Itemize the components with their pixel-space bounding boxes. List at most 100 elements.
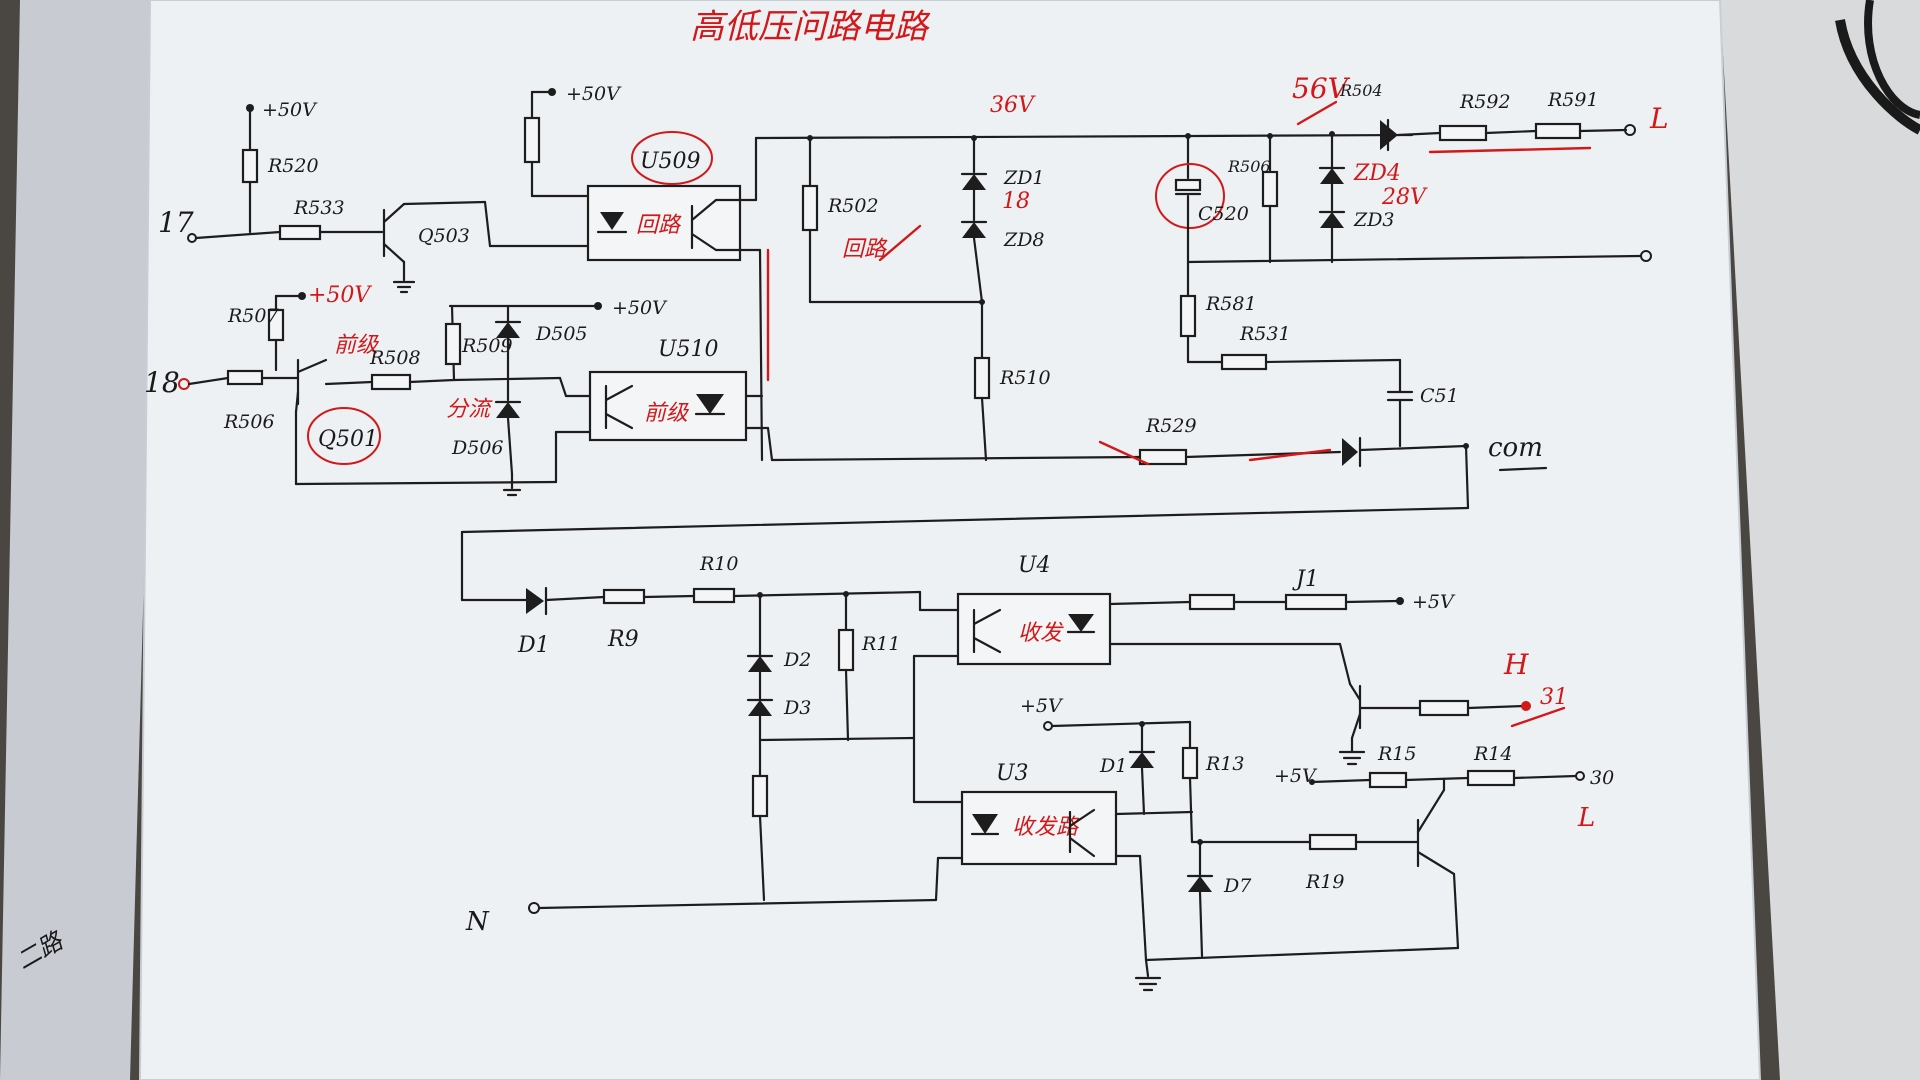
resistor-r509 [444,322,462,366]
jumper-j1 [1284,593,1348,611]
note-d506: 分流 [446,397,493,422]
label-pin18: 18 [144,366,180,399]
resistor-r506b [226,369,264,386]
diode-d7 [1188,876,1212,892]
diode-d506 [496,402,520,418]
resistor-r15 [1368,771,1408,789]
zener-zd2 [962,222,986,238]
label-r510: R510 [999,367,1051,389]
optocoupler-u4 [956,592,1112,666]
label-u510: U510 [658,337,719,362]
resistor-r11 [837,628,855,672]
resistor-r502 [801,184,819,232]
resistor-r510 [973,356,991,400]
resistor-r520 [241,148,259,184]
label-pin31: 31 [1540,685,1568,710]
label-r506b: R506 [223,411,275,433]
resistor-u4-out [1188,593,1236,611]
label-v5-c: +5V [1274,765,1318,787]
label-d2: D2 [783,649,811,671]
label-r19: R19 [1305,871,1344,893]
label-v5-a: +5V [1412,591,1456,613]
resistor-r14 [1466,769,1516,787]
label-v50-right: +50V [612,297,668,319]
label-zd4: ZD4 [1353,161,1401,186]
resistor-r13 [1181,746,1199,780]
label-v50-left: +50V [308,283,372,308]
label-r533: R533 [293,197,345,219]
resistor-r533 [278,224,322,241]
diode-d505 [496,322,520,338]
resistor-r508 [370,373,412,391]
resistor-h-out [1418,699,1470,717]
resistor-r19 [1308,833,1358,851]
label-u509: U509 [640,149,701,174]
label-pin17: 17 [158,206,194,239]
diode-d1b [1130,752,1154,768]
label-d1b: D1 [1099,755,1127,777]
note-u510: 前级 [644,401,690,426]
label-d1: D1 [517,633,550,658]
diode-com [1342,438,1358,466]
label-r509: R509 [461,335,513,357]
note-u509: 回路 [636,213,682,238]
resistor-d-bottom [751,774,769,818]
label-node-H: H [1503,648,1529,681]
label-v5-b: +5V [1020,695,1064,717]
zener-zd1 [962,174,986,190]
diode-d1 [526,588,544,614]
note-q501: 前级 [334,333,380,358]
label-r14: R14 [1473,743,1512,765]
resistor-r9 [602,588,646,605]
label-d506: D506 [451,437,504,459]
label-d7: D7 [1223,875,1252,897]
label-c51: C51 [1420,385,1459,407]
zener-zd4 [1320,168,1344,184]
resistor-r531 [1220,353,1268,371]
label-c520: C520 [1198,203,1249,225]
label-r10: R10 [699,553,738,575]
label-r502: R502 [827,195,879,217]
paper [140,0,1760,1080]
capacitor-c520 [1174,178,1202,192]
label-zd3: ZD3 [1353,209,1395,231]
label-j1: J1 [1292,567,1319,592]
label-node-L: L [1649,102,1669,135]
label-q503: Q503 [418,225,470,247]
label-r529: R529 [1145,415,1197,437]
note-r502: 回路 [842,237,888,262]
label-r11: R11 [861,633,900,655]
resistor-r581 [1179,294,1197,338]
label-node-N: N [465,907,490,937]
label-56v: 56V [1292,72,1351,105]
note-u4: 收发 [1018,621,1064,646]
resistor-r529 [1138,448,1188,466]
resistor-r591 [1534,122,1582,140]
resistor-r-top [523,116,541,164]
resistor-r10 [692,587,736,604]
label-r508: R508 [369,347,421,369]
label-r9: R9 [607,627,639,652]
label-u4: U4 [1018,553,1051,578]
label-node-L2: L [1577,803,1595,833]
label-pin30: 30 [1590,767,1614,789]
label-36v: 36V [990,93,1036,118]
label-zd2: ZD8 [1003,229,1045,251]
resistor-r592 [1438,124,1488,142]
label-u3: U3 [996,761,1029,786]
label-v50-mid: +50V [566,83,622,105]
zener-d2 [748,656,772,672]
label-28v: 28V [1381,185,1428,210]
label-zd1: ZD1 [1003,167,1045,189]
optocoupler-u510 [588,370,748,442]
diagram-title: 高低压问路电路 [690,7,931,47]
zener-zd3 [1320,212,1344,228]
label-d505: D505 [535,323,588,345]
label-r507: R507 [227,305,279,327]
label-zd18: 18 [1002,189,1030,214]
label-r520: R520 [267,155,319,177]
zener-d3 [748,700,772,716]
label-r13: R13 [1205,753,1244,775]
